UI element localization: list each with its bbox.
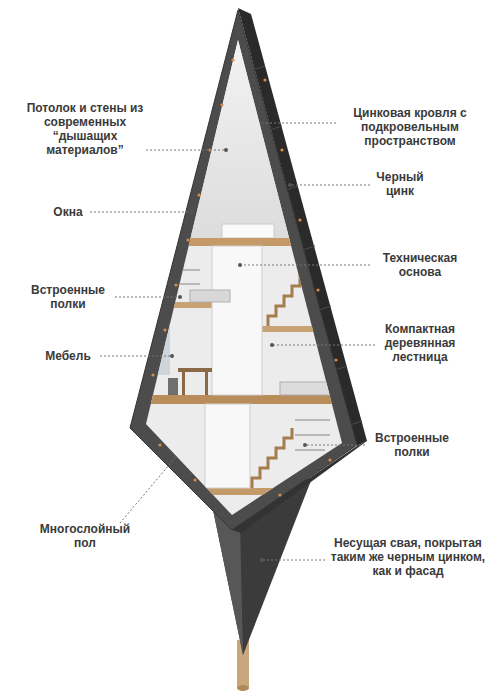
pile-wood-end [237, 685, 249, 691]
bed [222, 224, 274, 238]
callout-label: Встроенные полки [367, 431, 457, 459]
chair [168, 378, 178, 395]
callout-label: Мебель [33, 349, 103, 363]
technical-core [205, 404, 250, 488]
sofa [190, 290, 230, 302]
leader-lines [90, 123, 375, 560]
window [140, 255, 170, 375]
leader-dots [170, 121, 307, 562]
wall-section [130, 10, 357, 530]
table-leg [205, 372, 208, 395]
callout-label: Потолок и стены из современных “дышащих … [23, 101, 148, 157]
callout-label: Окна [38, 205, 98, 219]
built-in-shelves [165, 270, 330, 450]
callout-label: Компактная деревянная лестница [373, 322, 468, 364]
wooden-staircase [268, 266, 308, 326]
insulation-marks [151, 58, 337, 496]
wooden-staircase [252, 428, 292, 488]
callout-label: Черный цинк [370, 170, 430, 198]
table [178, 368, 212, 372]
callout-label: Встроенные полки [23, 283, 113, 311]
table-leg [182, 372, 185, 395]
main-floor [130, 395, 360, 404]
callout-label: Многослойный пол [35, 522, 135, 550]
attic-space [140, 30, 350, 240]
callout-label: Техническая основа [373, 251, 468, 279]
callout-label: Несущая свая, покрытая таким же черным ц… [323, 536, 493, 578]
lower-floor [185, 488, 295, 495]
window [140, 175, 192, 237]
callout-label: Цинковая кровля с подкровельным простран… [340, 106, 480, 148]
technical-core [212, 246, 262, 395]
sofa [280, 382, 330, 395]
mezzanine-floor [262, 326, 342, 332]
attic-floor [130, 238, 360, 246]
